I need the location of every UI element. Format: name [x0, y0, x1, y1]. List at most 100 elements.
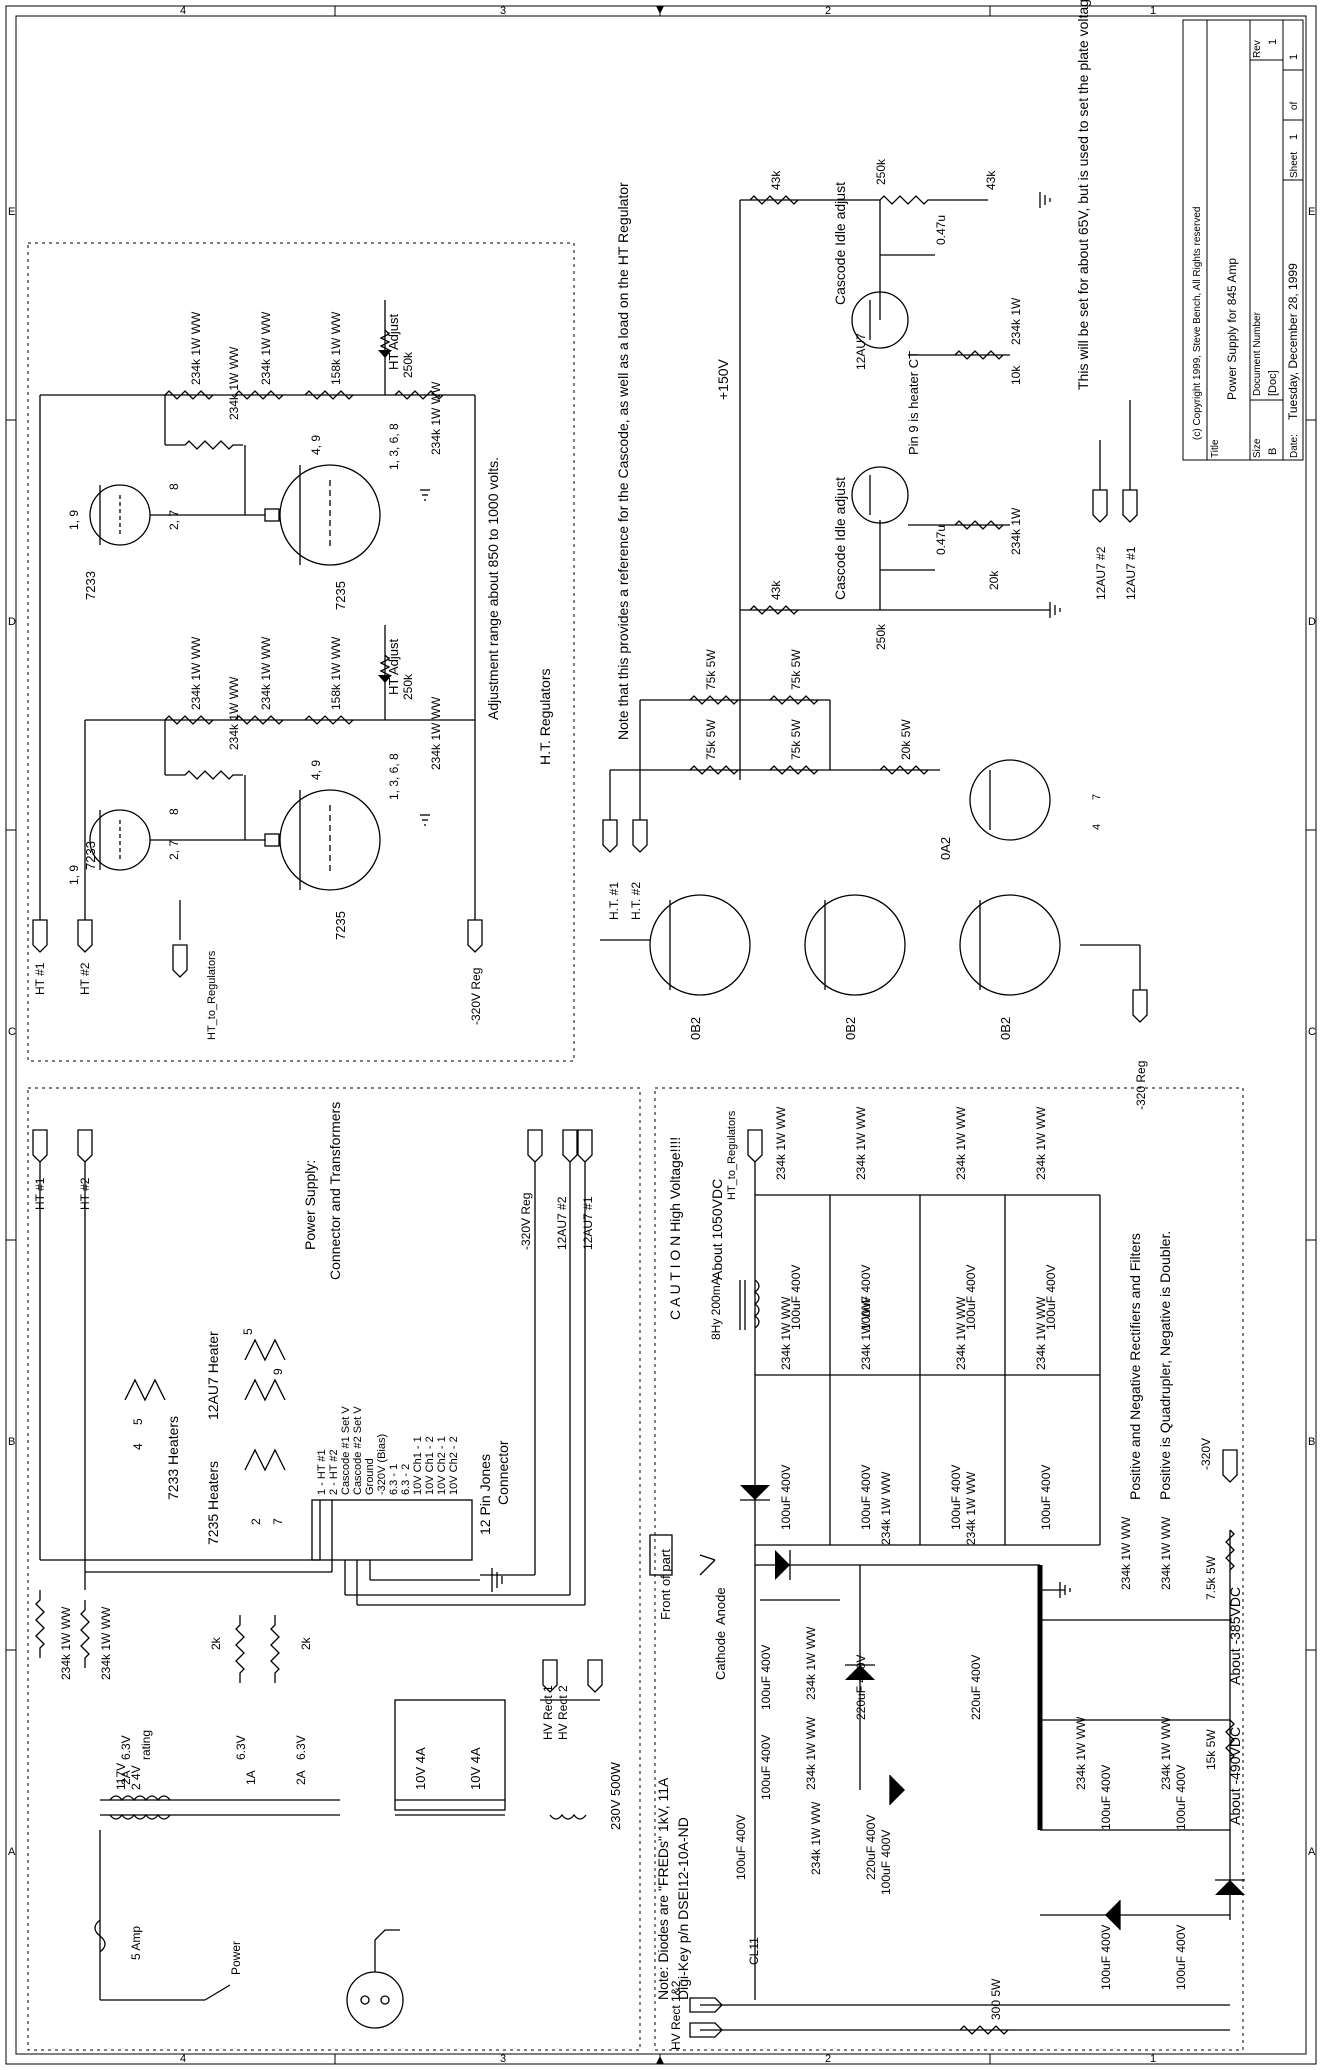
rev-value: 1 [1267, 39, 1279, 45]
zone-col-1: 1 [1150, 5, 1156, 17]
psu-pin-9: 9 [271, 1368, 285, 1375]
vr-port-ht2: H.T. #2 [629, 882, 643, 920]
docnum-value: [Doc] [1267, 370, 1279, 396]
hv-c100-1: 100uF 400V [789, 1265, 803, 1330]
hv-about-385: About -385VDC [1227, 1587, 1243, 1685]
title-block: (c) Copyright 1999, Steve Bench, All Rig… [1182, 19, 1304, 461]
psu-xfmr-2v: 2 4V [129, 1765, 143, 1790]
psu-pin-4a: 4 [131, 1443, 145, 1450]
title-label: Title [1210, 439, 1221, 458]
ht1-pins-19: 1, 9 [67, 510, 81, 530]
zone-col-1-bottom: 1 [1150, 2053, 1156, 2065]
vr-tube-0b2-3: 0B2 [998, 1017, 1013, 1040]
psu-heaters-7235: 7235 Heaters [205, 1461, 221, 1545]
hv-supply-box [654, 1087, 1244, 2051]
jones-pin-9: 10V Ch1 - 1 [412, 1436, 424, 1495]
hv-c100-7: 100uF 400V [949, 1465, 963, 1530]
vr-pin-4: 4 [1091, 824, 1103, 830]
hv-c220-2: 220uF 400V [864, 1815, 878, 1880]
zone-row-e: E [1308, 206, 1315, 218]
jones-pin-12: 10V Ch2 - 2 [448, 1436, 460, 1495]
hv-r300-5w: 300 5W [989, 1978, 1003, 2020]
hv-c100-4: 100uF 400V [1044, 1265, 1058, 1330]
hv-r234k-m2: 234k 1W WW [859, 1296, 873, 1370]
ht1-r4-label: 234k 1W WW [429, 381, 443, 455]
zone-row-d: D [1308, 616, 1316, 628]
jones-pin-6: -320V (Bias) [376, 1434, 388, 1495]
hv-c100-n1: 100uF 400V [1099, 1765, 1113, 1830]
jones-connector-word: Connector [495, 1440, 511, 1505]
ht-port-neg320: -320V Reg [469, 968, 483, 1025]
psu-r2k-1: 2k [209, 1636, 223, 1650]
psu-pin-7: 7 [271, 1518, 285, 1525]
ht1-adjust: HT Adjust [386, 313, 401, 370]
zone-row-b: B [1308, 1436, 1315, 1448]
psu-xfmr-rating: 230V 500W [608, 1761, 623, 1830]
zone-row-a-left: A [8, 1846, 16, 1858]
psu-r234k-1: 234k 1W WW [59, 1606, 73, 1680]
psu-xfmr-1a: 1A [244, 1770, 258, 1785]
ht1-tube-7235: 7235 [333, 581, 348, 610]
psu-pin-5a: 5 [131, 1418, 145, 1425]
cascode-port-12au7-1: 12AU7 #1 [1124, 546, 1138, 600]
ht1-r3-label: 158k 1W WW [329, 311, 343, 385]
hv-r234k-t3: 234k 1W WW [954, 1106, 968, 1180]
jones-connector [311, 1499, 473, 1561]
cascode-r43k-top: 43k [769, 170, 783, 190]
jones-pin-labels: 1 - HT #1 2 - HT #2 Cascode #1 Set V Cas… [316, 1406, 460, 1495]
jones-pin-2: 2 - HT #2 [328, 1449, 340, 1495]
hv-r234k-n3: 234k 1W WW [1074, 1716, 1088, 1790]
vr-r75k-4: 75k 5W [789, 719, 803, 760]
cascode-r20k: 20k [987, 570, 1001, 590]
cascode-idle-top: Cascode Idle adjust [832, 182, 848, 305]
sheet-number: 1 [1288, 134, 1300, 140]
hv-r234k-s2: 234k 1W WW [804, 1716, 818, 1790]
hv-cap-column-labels: 100uF 400V 100uF 400V 100uF 400V 100uF 4… [774, 1106, 1058, 1370]
ht-regulators-box [27, 242, 575, 1062]
vr-port-neg320: -320 Reg [1134, 1061, 1148, 1110]
cascode-cap-bottom: 0.47u [934, 525, 948, 555]
hv-r234k-n1: 234k 1W WW [1119, 1516, 1133, 1590]
psu-xfmr-10v-2: 10V 4A [468, 1747, 483, 1790]
cascode-top-note: This will be set for about 65V, but is u… [1075, 0, 1091, 390]
hv-r234k-t1: 234k 1W WW [774, 1106, 788, 1180]
cascode-heater-note: Pin 9 is heater CT [906, 351, 921, 455]
hv-c100-9: 100uF 400V [759, 1645, 773, 1710]
hv-port-ht-regulators: HT_to_Regulators [726, 1110, 738, 1200]
ht-port-ht1: HT #1 [33, 962, 47, 995]
ht2-r4-label: 234k 1W WW [429, 696, 443, 770]
hv-c100-3: 100uF 400V [964, 1265, 978, 1330]
jones-pin-8: 6.3 - 2 [400, 1464, 412, 1495]
cascode-r10k-top: 10k [1009, 365, 1023, 385]
hv-r75k-5w: 7.5k 5W [1204, 1555, 1218, 1600]
hv-r15k-5w: 15k 5W [1204, 1729, 1218, 1770]
vr-tubes: 75k 5W 75k 5W 75k 5W 75k 5W 20k 5W 0A2 0… [600, 649, 1148, 1110]
jones-pin-11: 10V Ch2 - 1 [436, 1436, 448, 1495]
psu-title: Power Supply: [302, 1160, 318, 1250]
vr-r75k-3: 75k 5W [704, 719, 718, 760]
hv-diode-note: Note: Diodes are "FREDs" 1kV, 11A [655, 1777, 671, 2000]
ht2-adjust: HT Adjust [386, 638, 401, 695]
hv-supply: C A U T I O N High Voltage!!!! About 105… [649, 1106, 1245, 2050]
psu-xfmr-2a-2: 2A [294, 1770, 308, 1785]
hv-c100-2: 100uF 400V [859, 1265, 873, 1330]
hv-neg320: -320V [1199, 1438, 1213, 1470]
psu-port-12au7-1: 12AU7 #1 [581, 1196, 595, 1250]
zone-row-c-left: C [8, 1026, 16, 1038]
zone-col-3: 3 [500, 5, 506, 17]
zone-col-4-bottom: 4 [180, 2053, 186, 2065]
psu-heaters-7233: 7233 Heaters [165, 1416, 181, 1500]
jones-connector-name: 12 Pin Jones [477, 1454, 493, 1535]
vr-r75k-1: 75k 5W [704, 649, 718, 690]
hv-c100-11: 100uF 400V [734, 1815, 748, 1880]
hv-about-1050: About 1050VDC [709, 1179, 725, 1280]
ht-port-ht-regulators: HT_to_Regulators [206, 950, 218, 1040]
hv-r234k-m3: 234k 1W WW [954, 1296, 968, 1370]
zone-row-d-left: D [8, 616, 16, 628]
hv-r234k-m4: 234k 1W WW [1034, 1296, 1048, 1370]
ht2-tube-7233: 7233 [83, 841, 98, 870]
hv-caution: C A U T I O N High Voltage!!!! [667, 1137, 683, 1320]
ht1-pins-1368: 1, 3, 6, 8 [387, 423, 401, 470]
power-supply-box [27, 1087, 641, 2051]
